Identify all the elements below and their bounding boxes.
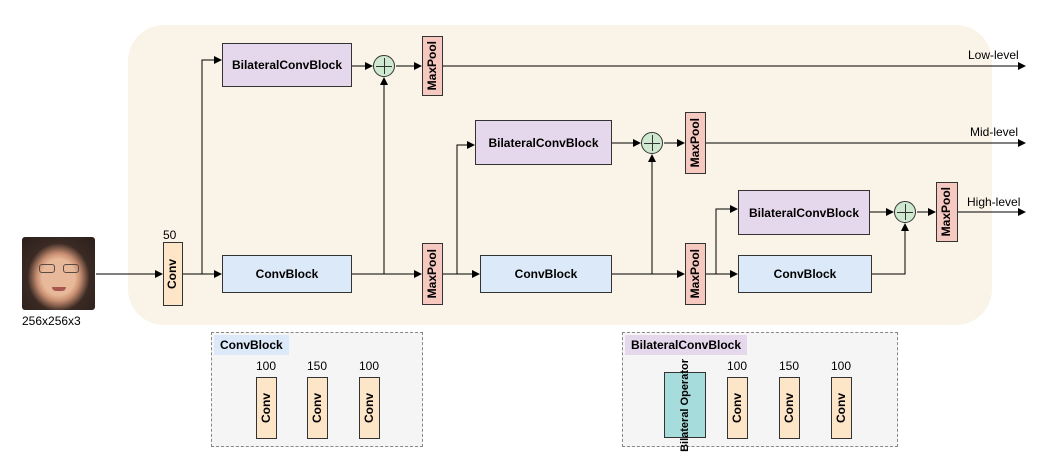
eye-left — [39, 264, 55, 273]
conv-block-2-label: ConvBlock — [514, 267, 578, 281]
maxpool-low-label: MaxPool — [424, 41, 439, 91]
maxpool-mid: MaxPool — [685, 112, 706, 174]
stem-conv-label: Conv — [165, 259, 180, 289]
legend-bl-conv1-channels: 100 — [727, 359, 748, 373]
maxpool-stage-1-label: MaxPool — [424, 249, 439, 299]
legend-bl-conv3-label: Conv — [833, 393, 848, 423]
add-node-1-icon — [373, 55, 395, 77]
bilateral-block-3: BilateralConvBlock — [738, 190, 870, 235]
legend-bl-conv3-channels: 100 — [831, 359, 852, 373]
conv-block-3: ConvBlock — [738, 255, 872, 293]
conv-block-2: ConvBlock — [480, 255, 612, 293]
legend-cb-conv1-label: Conv — [258, 393, 273, 423]
legend-cb-conv3: Conv — [359, 377, 380, 439]
input-size-label: 256x256x3 — [22, 314, 81, 328]
bilateral-block-3-label: BilateralConvBlock — [748, 205, 860, 220]
maxpool-high: MaxPool — [936, 182, 958, 242]
eye-right — [63, 264, 79, 273]
output-high-label: High-level — [967, 195, 1021, 209]
legend-cb-conv1-channels: 100 — [256, 359, 277, 373]
legend-bl-conv3: Conv — [831, 377, 852, 439]
mouth — [52, 287, 66, 291]
legend-convblock-title: ConvBlock — [214, 335, 289, 355]
stem-channels-label: 50 — [163, 228, 177, 242]
legend-bilateral-title: BilateralConvBlock — [625, 335, 748, 355]
add-node-2-icon — [641, 132, 663, 154]
legend-cb-conv3-label: Conv — [361, 393, 376, 423]
conv-block-3-label: ConvBlock — [773, 267, 837, 281]
output-low-label: Low-level — [968, 48, 1019, 62]
legend-cb-conv2-channels: 150 — [307, 359, 328, 373]
conv-block-1-label: ConvBlock — [255, 267, 319, 281]
legend-bilateral-operator: Bilateral Operator — [664, 359, 706, 451]
add-node-3-icon — [894, 201, 916, 223]
legend-bl-conv2-channels: 150 — [779, 359, 800, 373]
legend-cb-conv3-channels: 100 — [359, 359, 380, 373]
legend-cb-conv2-label: Conv — [309, 393, 324, 423]
maxpool-stage-2: MaxPool — [685, 243, 706, 305]
bilateral-block-1-label: BilateralConvBlock — [231, 58, 343, 72]
legend-bl-conv2: Conv — [779, 377, 800, 439]
maxpool-mid-label: MaxPool — [687, 118, 702, 168]
legend-bl-conv1-label: Conv — [729, 393, 744, 423]
conv-block-1: ConvBlock — [222, 255, 352, 293]
maxpool-high-label: MaxPool — [939, 187, 954, 237]
output-mid-label: Mid-level — [970, 125, 1019, 139]
legend-cb-conv2: Conv — [307, 377, 328, 439]
legend-bilateral-operator-label: Bilateral Operator — [678, 358, 691, 452]
bilateral-block-2: BilateralConvBlock — [475, 120, 612, 165]
input-face-image — [22, 237, 95, 310]
bilateral-block-2-label: BilateralConvBlock — [488, 135, 599, 150]
legend-bl-conv2-label: Conv — [781, 393, 796, 423]
maxpool-stage-1: MaxPool — [422, 243, 443, 305]
legend-cb-conv1: Conv — [256, 377, 277, 439]
stem-conv-box: Conv — [163, 242, 183, 306]
bilateral-block-1: BilateralConvBlock — [222, 43, 352, 87]
maxpool-low: MaxPool — [422, 36, 443, 96]
legend-bl-conv1: Conv — [727, 377, 748, 439]
maxpool-stage-2-label: MaxPool — [687, 249, 702, 299]
